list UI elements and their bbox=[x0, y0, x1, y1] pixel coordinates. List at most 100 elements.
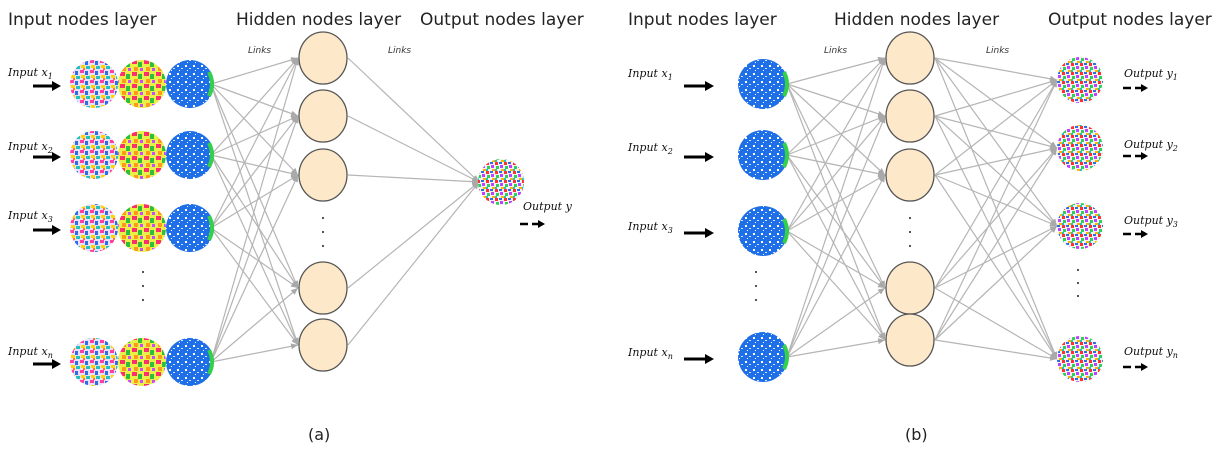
b-link-in4-h5 bbox=[786, 338, 886, 358]
a-hidden-ellipsis-3 bbox=[321, 244, 325, 248]
a-link-in1-h4 bbox=[210, 83, 299, 289]
panel-a-input-label-3: Input x3 bbox=[8, 209, 53, 225]
b-link-h2-out4 bbox=[934, 115, 1058, 360]
b-link-in3-h4 bbox=[786, 230, 886, 289]
a-input-3-map-1 bbox=[70, 204, 118, 252]
a-hidden-node-3 bbox=[298, 148, 348, 202]
b-link-h1-out3 bbox=[934, 57, 1058, 227]
a-input-1-map-2 bbox=[118, 60, 166, 108]
panel-b-output-label-n: Output yn bbox=[1124, 345, 1178, 361]
b-link-in3-h2 bbox=[786, 115, 886, 232]
b-hidden-node-2 bbox=[885, 89, 935, 143]
panel-b-output-label-2: Output y2 bbox=[1124, 138, 1178, 154]
a-hidden-node-5 bbox=[298, 318, 348, 372]
panel-b-hidden-layer-title: Hidden nodes layer bbox=[834, 10, 1000, 30]
a-link-in3-h3 bbox=[210, 174, 299, 229]
a-link-h1-out bbox=[347, 57, 480, 183]
b-output-node-3 bbox=[1057, 203, 1103, 249]
a-link-h3-out bbox=[347, 174, 480, 185]
b-link-h4-out2 bbox=[934, 147, 1058, 289]
b-input-3-map bbox=[738, 206, 788, 256]
panel-b-output-label-1: Output y1 bbox=[1124, 67, 1178, 83]
b-output-arrow-3-head bbox=[1141, 230, 1148, 238]
a-input-arrow-4-head bbox=[52, 359, 61, 369]
b-input-arrow-2-head bbox=[705, 152, 714, 162]
a-link-in2-h5 bbox=[210, 154, 299, 346]
a-link-in3-h4 bbox=[210, 227, 299, 289]
a-hidden-node-2 bbox=[298, 89, 348, 143]
panel-a-links-label-1: Links bbox=[248, 46, 272, 56]
a-link-in4-h1 bbox=[210, 57, 299, 363]
b-link-h3-out3 bbox=[934, 174, 1058, 227]
b-hidden-ellipsis-1 bbox=[908, 216, 912, 220]
a-link-in3-h5 bbox=[210, 227, 299, 346]
b-link-h3-out2 bbox=[934, 146, 1058, 176]
b-input-arrow-1-head bbox=[705, 81, 714, 91]
a-link-in4-h2 bbox=[210, 115, 299, 363]
b-input-3-edge-accent bbox=[782, 218, 789, 244]
a-input-arrow-3-head bbox=[52, 225, 61, 235]
b-output-node-2 bbox=[1057, 125, 1103, 171]
b-input-arrow-4-head bbox=[705, 354, 714, 364]
b-link-in1-h3 bbox=[786, 83, 886, 176]
panel-a-hidden-layer-title: Hidden nodes layer bbox=[236, 10, 402, 30]
a-input-2-map-2 bbox=[118, 131, 166, 179]
panel-b-input-label-2: Input x2 bbox=[628, 141, 673, 157]
panel-b-input-layer-title: Input nodes layer bbox=[628, 10, 777, 30]
a-input-4-edge-accent bbox=[207, 349, 214, 375]
b-input-1-map bbox=[738, 59, 788, 109]
b-input-4-map bbox=[738, 332, 788, 382]
a-input-ellipsis-3 bbox=[141, 298, 145, 302]
a-input-ellipsis-1 bbox=[141, 270, 145, 274]
panel-a-links-label-2: Links bbox=[388, 46, 412, 56]
b-input-4-edge-accent bbox=[782, 344, 789, 370]
b-link-in4-h2 bbox=[786, 115, 886, 358]
b-link-in3-h3 bbox=[786, 174, 886, 232]
panel-b-caption: (b) bbox=[905, 425, 928, 444]
a-input-2-map-1 bbox=[70, 131, 118, 179]
a-hidden-node-4 bbox=[298, 261, 348, 315]
a-input-4-map-1 bbox=[70, 338, 118, 386]
a-input-3-edge-accent bbox=[207, 215, 214, 241]
b-link-h5-out4 bbox=[934, 339, 1058, 361]
a-link-in4-h5 bbox=[210, 343, 299, 363]
b-link-h1-out1 bbox=[934, 57, 1058, 82]
a-link-in4-h4 bbox=[210, 287, 299, 363]
a-input-arrow-2-head bbox=[52, 152, 61, 162]
b-link-in2-h4 bbox=[786, 154, 886, 289]
panel-a-input-label-1: Input x1 bbox=[8, 66, 53, 82]
a-link-in1-h2 bbox=[210, 83, 299, 117]
a-link-h2-out bbox=[347, 115, 480, 183]
a-input-1-map-3 bbox=[166, 60, 214, 108]
b-link-in2-h5 bbox=[786, 154, 886, 341]
b-input-ellipsis-3 bbox=[754, 298, 758, 302]
a-input-1-edge-accent bbox=[207, 71, 214, 97]
panel-a-input-label-2: Input x2 bbox=[8, 140, 53, 156]
b-input-2-map bbox=[738, 130, 788, 180]
b-input-1-edge-accent bbox=[782, 71, 789, 97]
b-link-in2-h2 bbox=[786, 115, 886, 156]
b-link-h4-out4 bbox=[934, 287, 1058, 360]
panel-a-caption: (a) bbox=[308, 425, 331, 444]
a-link-in2-h1 bbox=[210, 57, 299, 156]
b-link-in1-h5 bbox=[786, 83, 886, 341]
b-link-h1-out4 bbox=[934, 57, 1058, 360]
a-input-ellipsis-2 bbox=[141, 284, 145, 288]
b-hidden-node-4 bbox=[885, 261, 935, 315]
a-input-2-map-3 bbox=[166, 131, 214, 179]
a-link-in4-h3 bbox=[210, 174, 299, 363]
b-link-h2-out2 bbox=[934, 115, 1058, 150]
b-output-arrow-4-head bbox=[1141, 363, 1148, 371]
a-link-in1-h3 bbox=[210, 83, 299, 176]
b-link-in4-h4 bbox=[786, 287, 886, 358]
a-input-arrow-1-head bbox=[52, 81, 61, 91]
a-input-4-map-2 bbox=[118, 338, 166, 386]
b-input-ellipsis-1 bbox=[754, 270, 758, 274]
b-link-in3-h1 bbox=[786, 57, 886, 232]
a-output-arrow-head bbox=[538, 220, 545, 228]
b-link-h2-out3 bbox=[934, 115, 1058, 227]
b-link-in1-h4 bbox=[786, 83, 886, 289]
b-link-in2-h3 bbox=[786, 154, 886, 177]
